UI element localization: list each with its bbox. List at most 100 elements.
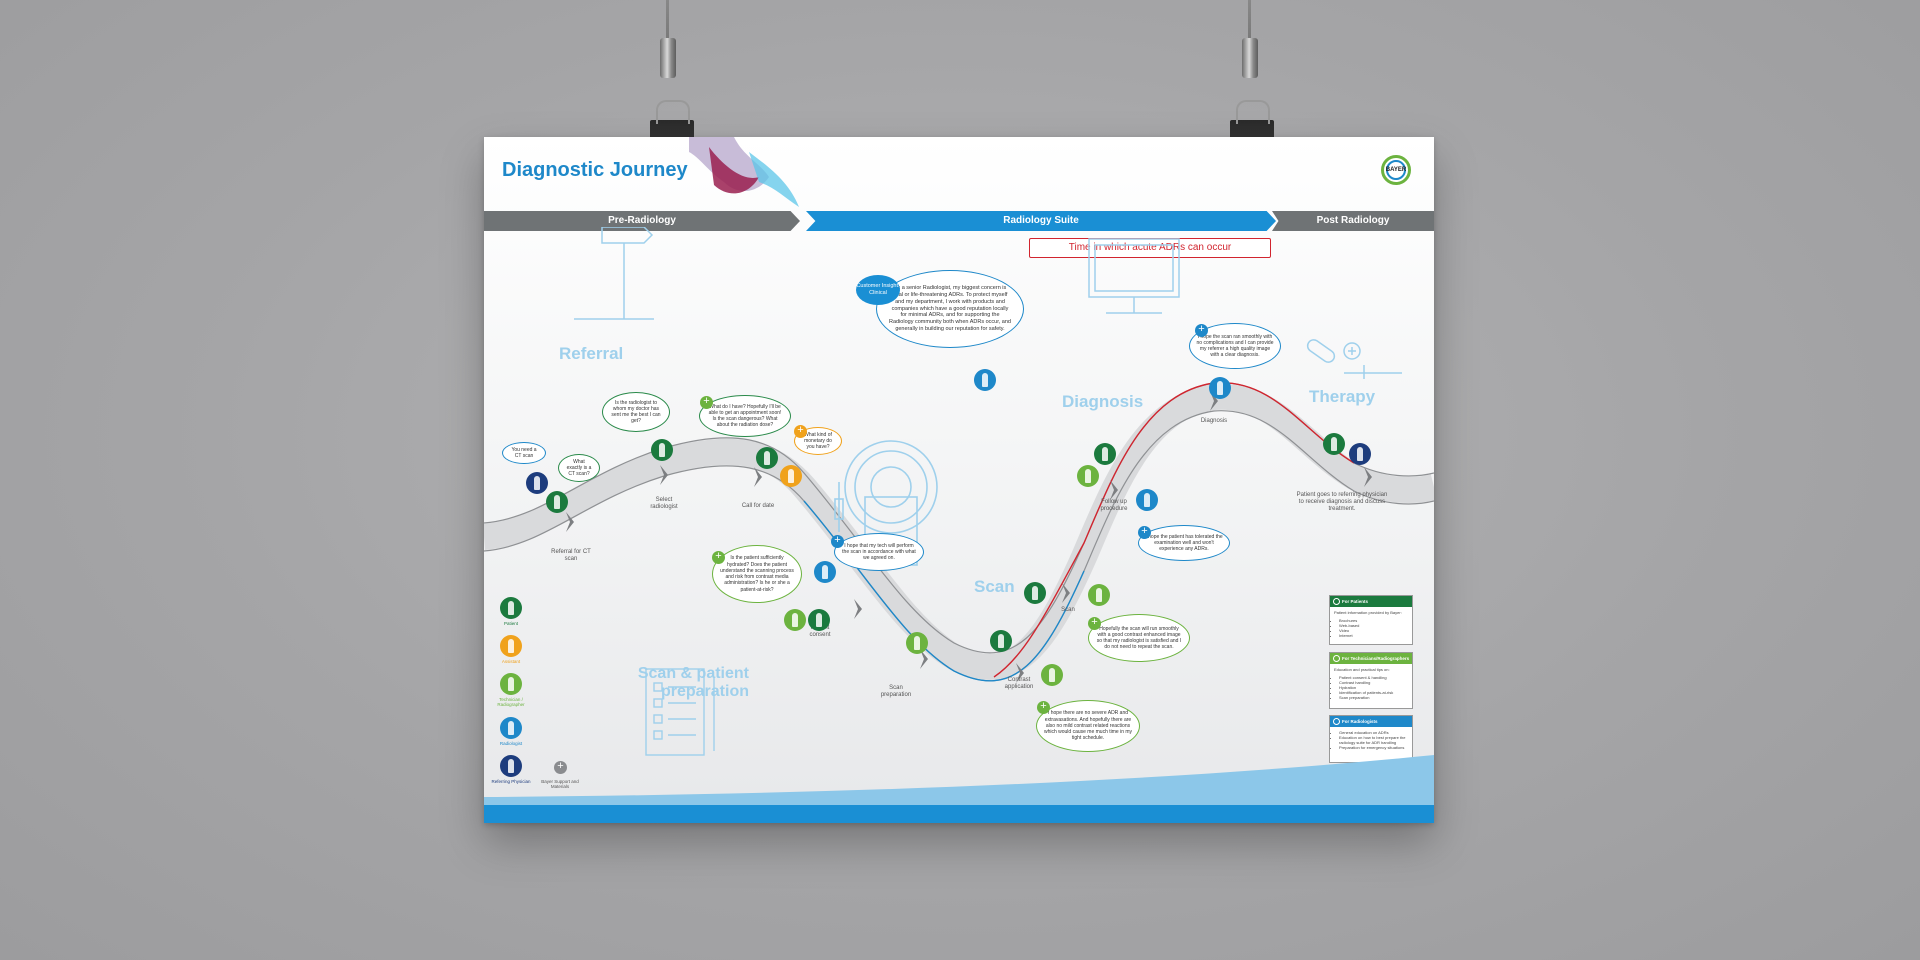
stage-therapy: Therapy: [1309, 387, 1376, 406]
bottom-band: [484, 805, 1434, 823]
radiologist-icon: [1136, 489, 1158, 511]
radiologist-icon: [1209, 377, 1231, 399]
bayer-support-marker: [831, 534, 844, 548]
monitor-illustration: [1088, 238, 1180, 314]
technician-icon: [1041, 664, 1063, 686]
step-select-radiologist: Select radiologist: [650, 497, 678, 511]
step-scan: Scan: [1061, 607, 1075, 613]
radiologist-icon: [814, 561, 836, 583]
patient-icon: [990, 630, 1012, 652]
card-patients-item: Video: [1339, 628, 1412, 633]
card-radiologists-item: Education on how to best prepare the rad…: [1339, 735, 1412, 745]
assistant-icon: [780, 465, 802, 487]
technician-icon: [1077, 465, 1099, 487]
card-techs-title: For Technicians/Radiographers: [1330, 653, 1412, 664]
bubble-tech-perform: I hope that my tech will perform the sca…: [834, 533, 924, 571]
phase-post-radiology: Post Radiology: [1272, 211, 1434, 231]
bubble-hydrated: Is the patient sufficiently hydrated? Do…: [712, 545, 802, 603]
bayer-support-marker: [1138, 525, 1151, 539]
callout-text: As a senior Radiologist, my biggest conc…: [889, 284, 1011, 333]
stage-scan-preparation: Scan & patient preparation: [637, 665, 749, 701]
card-radiologists-item: General education on ADRs: [1339, 730, 1412, 735]
card-patients-item: Internet: [1339, 633, 1412, 638]
bottom-wave: [484, 755, 1434, 805]
card-techs-item: Patient consent & handling: [1339, 675, 1412, 680]
step-referral-ct: Referral for CT scan: [551, 549, 591, 563]
card-patients-item: Web-based: [1339, 623, 1412, 628]
stage-referral: Referral: [559, 344, 624, 363]
right-wire-clamp: [1242, 38, 1258, 78]
stage-scan: Scan: [974, 577, 1015, 596]
legend-referring-icon: [500, 755, 522, 777]
phase-pre-radiology: Pre-Radiology: [484, 211, 800, 231]
bubble-radiologist-best: Is the radiologist to whom my doctor has…: [602, 392, 670, 432]
bayer-support-marker: [700, 395, 713, 409]
bubble-what-ct: What exactly is a CT scan?: [558, 454, 600, 482]
legend-radiologist-label: Radiologist: [499, 741, 523, 746]
card-techs-item: Hydration: [1339, 685, 1412, 690]
legend-technician-icon: [500, 673, 522, 695]
right-hanging-wire: [1248, 0, 1251, 45]
bayer-logo-text: BAYER: [1385, 167, 1407, 173]
therapy-illustration: [1306, 339, 1402, 379]
legend-assistant-icon: [500, 635, 522, 657]
stage-diagnosis: Diagnosis: [1062, 392, 1144, 411]
technician-icon: [906, 632, 928, 654]
technician-icon: [1088, 584, 1110, 606]
bubble-need-ct: You need a CT scan: [502, 442, 546, 464]
bayer-support-marker: [1037, 700, 1050, 714]
step-diagnosis: Diagnosis: [1200, 418, 1228, 424]
legend-referring-label: Referring Physician: [491, 779, 531, 784]
card-techs-item: Contrast handling: [1339, 680, 1412, 685]
patient-icon: [651, 439, 673, 461]
step-contrast-application: Contrast application: [1004, 677, 1034, 691]
patient-icon: [1024, 582, 1046, 604]
referring-physician-icon: [1349, 443, 1371, 465]
card-for-radiologists: For Radiologists General education on AD…: [1329, 715, 1413, 763]
card-techs-item: Identification of patients-at-risk: [1339, 690, 1412, 695]
bubble-what-do-i-have: What do I have? Hopefully I'll be able t…: [699, 395, 791, 437]
legend-bayer-label: Bayer Support and Materials: [541, 779, 579, 789]
step-follow-up: Follow up procedure: [1100, 499, 1128, 513]
patient-icon: [1323, 433, 1345, 455]
radiologist-icon: [974, 369, 996, 391]
referring-physician-icon: [526, 472, 548, 494]
patient-icon: [546, 491, 568, 513]
card-techs-intro: Education and practical tips on:: [1334, 667, 1390, 672]
callout-bubble: As a senior Radiologist, my biggest conc…: [876, 270, 1024, 348]
customer-insight-tag: Customer Insight: Clinical: [856, 275, 900, 305]
patient-icon: [1094, 443, 1116, 465]
diagnostic-journey-poster: Diagnostic Journey BAYER Pre-Radiology R…: [484, 137, 1434, 823]
bubble-smooth-scan: I hope the scan ran smoothly with no com…: [1189, 323, 1281, 369]
legend-patient-icon: [500, 597, 522, 619]
card-techs-item: Scan preparation: [1339, 695, 1412, 700]
bubble-no-adr: I hope there are no severe ADR and extra…: [1036, 700, 1140, 752]
checklist-illustration: [645, 668, 715, 756]
step-patient-goes: Patient goes to referring physician to r…: [1296, 492, 1388, 513]
legend-assistant-label: Assistant: [501, 659, 521, 664]
left-hanging-wire: [666, 0, 669, 45]
bayer-support-marker: [1195, 323, 1208, 337]
card-for-technicians: For Technicians/Radiographers Education …: [1329, 652, 1413, 709]
bubble-tolerated: I hope the patient has tolerated the exa…: [1138, 525, 1230, 561]
technician-icon: [784, 609, 806, 631]
step-scan-preparation: Scan preparation: [880, 685, 912, 699]
bubble-good-scan: Hopefully the scan will run smoothly wit…: [1088, 614, 1190, 662]
bayer-support-marker: [794, 424, 807, 438]
poster-title: Diagnostic Journey: [502, 159, 688, 181]
bayer-logo: BAYER: [1381, 155, 1411, 185]
card-radiologists-title: For Radiologists: [1330, 716, 1412, 727]
step-call-for-date: Call for date: [741, 503, 775, 509]
card-radiologists-item: Preparation for emergency situations: [1339, 745, 1412, 750]
legend-technician-label: Technician / Radiographer: [497, 697, 525, 707]
bayer-support-marker: [712, 550, 725, 564]
signpost-illustration: [574, 227, 654, 320]
card-for-patients: For Patients Patient information provide…: [1329, 595, 1413, 645]
patient-icon: [756, 447, 778, 469]
card-patients-title: For Patients: [1330, 596, 1412, 607]
legend-radiologist-icon: [500, 717, 522, 739]
left-wire-clamp: [660, 38, 676, 78]
bayer-support-marker: [1088, 616, 1101, 630]
card-patients-intro: Patient information provided by Bayer:: [1334, 610, 1402, 615]
legend-bayer-icon: [554, 760, 567, 774]
